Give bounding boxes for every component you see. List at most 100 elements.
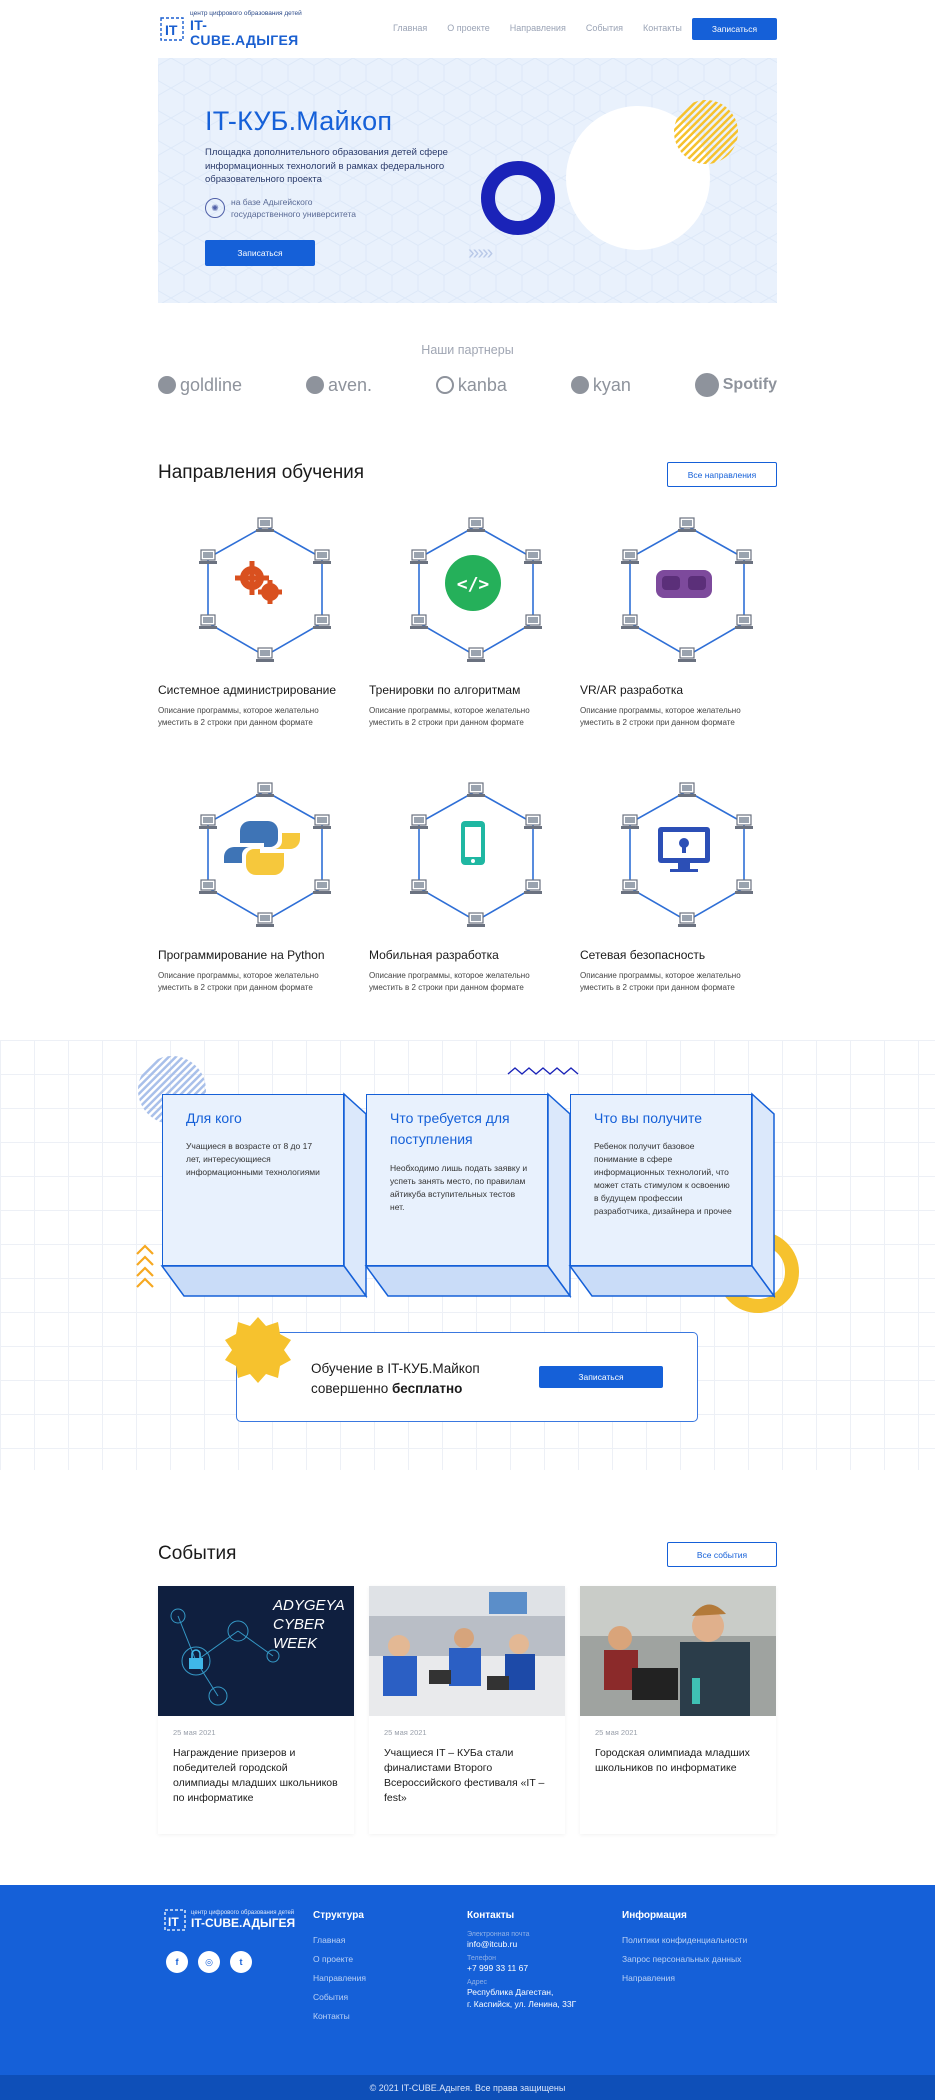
info-card-text: Ребенок получит базовое понимание в сфер… [594,1141,732,1216]
spotify-icon [694,373,719,397]
directions-title: Направления обучения [158,462,365,483]
nav-link-about[interactable]: О проекте [447,23,490,33]
vr-headset-icon [621,517,753,662]
footer-link-personal-data[interactable]: Запрос персональных данных [622,1954,742,1964]
direction-description: Описание программы, которое желательно у… [580,971,741,992]
footer: IT центр цифрового образования детей IT-… [0,1885,935,2075]
footer-info: Информация Политики конфиденциальности З… [622,1910,747,1988]
footer-logo[interactable]: IT центр цифрового образования детей IT-… [162,1907,295,1933]
header-signup-button[interactable]: Записаться [692,18,777,40]
direction-name[interactable]: Мобильная разработка [369,948,499,962]
address-line-2: г. Каспийск, ул. Ленина, 33Г [467,1999,577,2009]
direction-description: Описание программы, которое желательно у… [158,706,319,727]
direction-name[interactable]: Тренировки по алгоритмам [369,683,521,697]
event-date: 25 мая 2021 [595,1728,638,1737]
gears-icon [199,517,331,662]
nav-link-contacts[interactable]: Контакты [642,23,682,33]
nav-link-directions[interactable]: Направления [509,23,566,33]
lock-monitor-icon [621,782,753,927]
footer-link-about[interactable]: О проекте [313,1954,354,1964]
code-icon: </> [410,517,542,662]
phone-label: Телефон [467,1955,497,1962]
footer-contacts: Контакты Электронная почта info@itcub.ru… [467,1910,576,2015]
event-image [369,1586,565,1716]
university-info: ✺ на базе Адыгейского государственного у… [205,196,371,220]
event-title[interactable]: Награждение призеров и победителей город… [173,1747,338,1804]
event-date: 25 мая 2021 [173,1728,216,1737]
twitter-icon[interactable]: t [230,1951,252,1973]
event-title[interactable]: Городская олимпиада младших школьников п… [595,1747,750,1774]
footer-info-title: Информация [622,1910,687,1921]
footer-link-info-directions[interactable]: Направления [622,1973,675,1983]
direction-description: Описание программы, которое желательно у… [158,971,319,992]
svg-text:IT: IT [165,22,178,38]
event-card[interactable]: 25 мая 2021 Городская олимпиада младших … [580,1586,776,1834]
footer-link-contacts[interactable]: Контакты [313,2011,350,2021]
email-label: Электронная почта [467,1931,530,1938]
footer-link-privacy[interactable]: Политики конфиденциальности [622,1935,748,1945]
direction-description: Описание программы, которое желательно у… [369,971,530,992]
logo[interactable]: IT центр цифрового образования детей IT-… [158,10,308,48]
direction-name[interactable]: VR/AR разработка [580,683,684,697]
nav-link-home[interactable]: Главная [393,23,428,33]
cube-logo-icon: IT [164,1909,186,1931]
logo-subtitle: центр цифрового образования детей [190,10,302,17]
main-nav: Главная О проекте Направления События Ко… [393,23,702,33]
instagram-icon[interactable]: ◎ [198,1951,220,1973]
logo-title: IT-CUBE.АДЫГЕЯ [190,17,299,48]
direction-name[interactable]: Сетевая безопасность [580,948,706,962]
phone-value[interactable]: +7 999 33 11 67 [467,1963,529,1973]
info-card-title: Что вы получите [594,1110,703,1126]
events-title: События [158,1543,237,1564]
navy-ring [481,161,555,235]
svg-text:CYBER: CYBER [273,1616,325,1633]
kyan-icon [570,376,589,394]
email-value[interactable]: info@itcub.ru [467,1939,518,1949]
footer-link-directions[interactable]: Направления [313,1973,366,1983]
event-card[interactable]: ADYGEYA CYBER WEEK 25 мая 2021 Награжден… [158,1586,354,1834]
hero-title: IT-КУБ.Майкоп [205,106,393,136]
direction-name[interactable]: Системное администрирование [158,683,337,697]
hero-banner: IT-КУБ.Майкоп Площадка дополнительного о… [158,58,777,303]
event-title[interactable]: Учащиеся IT – КУБа стали финалистами Вто… [384,1747,545,1804]
all-directions-button[interactable]: Все направления [667,462,777,487]
footer-link-events[interactable]: События [313,1992,349,2002]
nav-link-events[interactable]: События [585,23,623,33]
facebook-icon[interactable]: f [166,1951,188,1973]
partner-logo: goldline [158,375,242,396]
partners-logos: goldline aven. kanba kyan Spotify [158,373,777,397]
svg-text:</>: </> [457,574,490,595]
partner-logo: Spotify [694,373,777,397]
footer-contacts-title: Контакты [467,1910,515,1921]
event-card[interactable]: 25 мая 2021 Учащиеся IT – КУБа стали фин… [369,1586,565,1834]
svg-text:IT: IT [168,1915,179,1929]
cube-logo-icon: IT [158,15,186,43]
card-3d-sides [160,1092,368,1299]
footer-link-home[interactable]: Главная [313,1935,346,1945]
free-signup-button[interactable]: Записаться [539,1366,663,1388]
hero-subtitle: Площадка дополнительного образования дет… [205,147,448,185]
hero-signup-button[interactable]: Записаться [205,240,315,266]
python-icon [199,782,331,927]
chevrons-decor-icon: ››››› [468,242,493,264]
yellow-badge-decor-icon [225,1317,291,1383]
free-education-text: Обучение в IT-КУБ.Майкоп совершенно бесп… [311,1361,480,1396]
phone-icon [410,782,542,927]
all-events-button[interactable]: Все события [667,1542,777,1567]
direction-description: Описание программы, которое желательно у… [369,706,530,727]
partner-logo: aven. [305,375,372,396]
card-3d-sides [364,1092,572,1299]
direction-description: Описание программы, которое желательно у… [580,706,741,727]
header: IT центр цифрового образования детей IT-… [0,0,935,60]
direction-name[interactable]: Программирование на Python [158,948,325,962]
info-card-text: Учащиеся в возрасте от 8 до 17 лет, инте… [186,1141,320,1177]
partner-logo: kanba [435,375,507,396]
